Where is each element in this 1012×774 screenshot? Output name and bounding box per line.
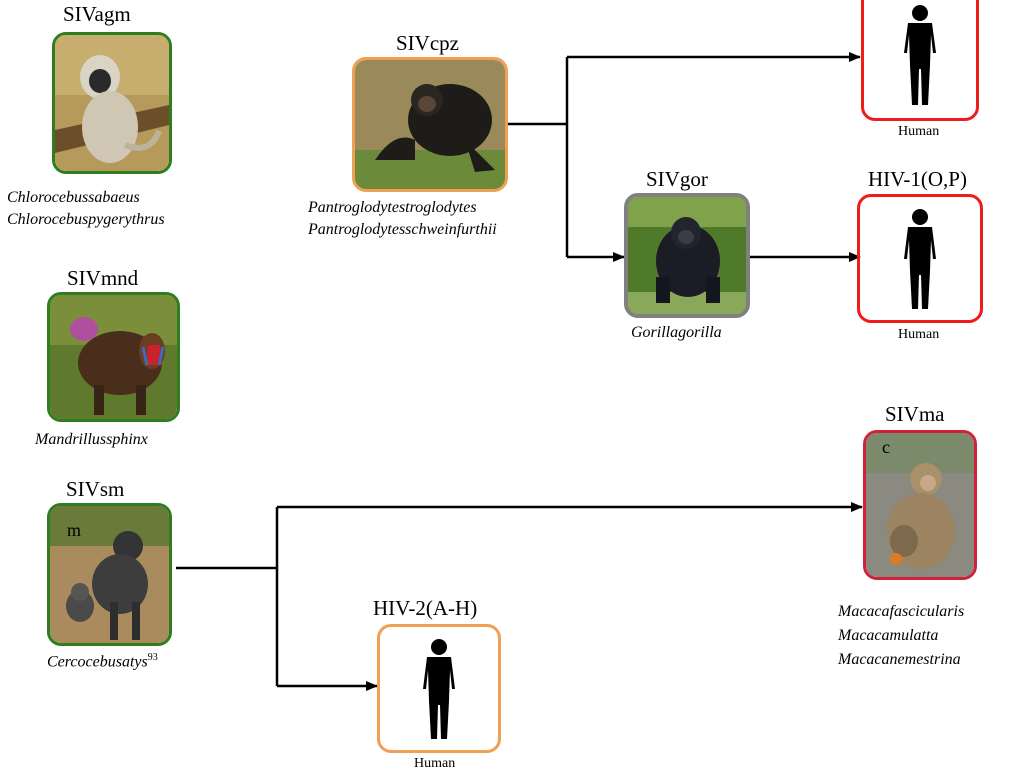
mac-species-line2: Macacamulatta [838,627,939,644]
sivmac-suffix-label: c [882,437,890,457]
sm-species-name: Cercocebusatys [47,653,148,671]
mac-species-line3: Macacanemestrina [838,651,961,668]
sivmnd-title: SIVmnd [67,266,139,290]
human-silhouette-icon [423,639,455,739]
vervet-monkey-photo [52,32,172,174]
human-label-top: Human [898,124,940,139]
sivmac-title: SIVma [885,402,945,426]
gorilla-photo [624,193,750,318]
gor-species: Gorillagorilla [631,324,722,341]
agm-species-line1: Chlorocebussabaeus [7,189,140,206]
cpz-species-line1: Pantroglodytestroglodytes [308,199,477,216]
cpz-species-line2: Pantroglodytesschweinfurthii [308,221,497,238]
sivagm-title: SIVagm [63,2,131,26]
sm-species: Cercocebusatys93 [47,648,158,672]
macaque-photo: c [863,430,977,580]
sivsm-suffix-label: m [67,520,82,540]
mandrill-photo [47,292,180,422]
mnd-species: Mandrillussphinx [35,431,148,448]
sivsm-title: SIVsm [66,477,125,501]
hiv2-title: HIV-2(A-H) [373,596,478,620]
sooty-mangabey-photo: m [47,503,172,646]
human-box-top [861,0,979,121]
sivgor-title: SIVgor [646,167,708,191]
mac-species-line1: Macacafascicularis [838,603,965,620]
hiv1-title: HIV-1(O,P) [868,167,967,191]
human-box-bottom [377,624,501,753]
sm-species-ref: 93 [147,652,158,663]
human-silhouette-icon [904,5,936,105]
human-box-middle [857,194,983,323]
human-label-bottom: Human [414,756,456,771]
agm-species-line2: Chlorocebuspygerythrus [7,211,165,228]
chimpanzee-photo [352,57,508,192]
human-label-middle: Human [898,327,940,342]
sivcpz-title: SIVcpz [396,31,459,55]
human-silhouette-icon [904,209,936,309]
